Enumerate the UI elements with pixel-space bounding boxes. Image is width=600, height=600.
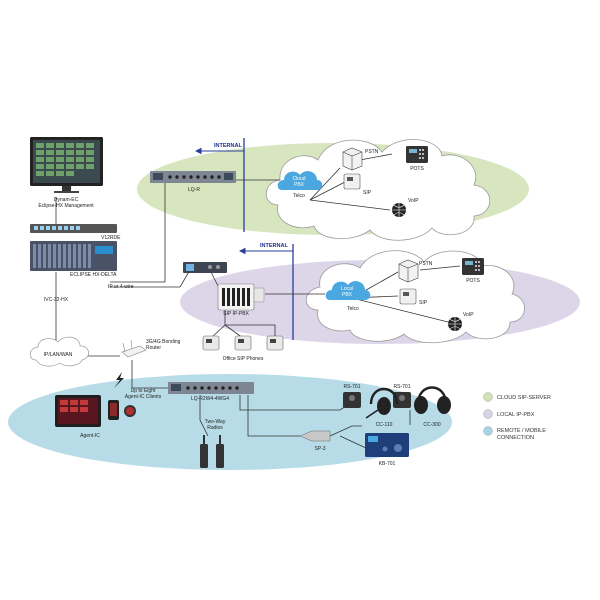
two-way-label-1: Two-Way (205, 419, 226, 425)
legend-label-local: LOCAL IP-PBX (497, 412, 535, 418)
telco-mid-label: Telco (347, 306, 359, 312)
agent-ic-phone (108, 400, 119, 420)
office-phone-screens (206, 339, 276, 343)
legend-label-remote-2: CONNECTION (497, 435, 534, 441)
legend-swatch-cloud (483, 392, 493, 402)
lq-r-device (150, 171, 236, 183)
sip-phone-top (343, 173, 361, 190)
rs701-a-label: RS-701 (344, 384, 361, 390)
lq-r2w4-label: LQ-R2W4-4WG4 (191, 396, 229, 402)
up-to-eight-label-2: Agent-IC Clients (125, 394, 162, 400)
local-pbx-mid (325, 281, 371, 300)
pots-phone-top (406, 146, 428, 163)
internal-arrow-mid: INTERNAL (238, 243, 294, 340)
agent-ic-tablet (55, 395, 101, 427)
lq-r2w4-device (168, 382, 254, 394)
pots-mid-label: POTS (466, 278, 480, 284)
sip-top-label: SIP (363, 190, 372, 196)
wireless-bolt-icon (114, 372, 124, 388)
telco-cloud-top (265, 139, 491, 241)
agent-ic-label: Agent-IC (80, 433, 100, 439)
eclipse-delta-frame (30, 241, 117, 271)
sp3-splitter (299, 430, 331, 442)
pots-phone-mid (462, 258, 484, 275)
pstn-server-top (342, 147, 363, 171)
cc110-label: CC-110 (376, 422, 393, 428)
voip-globe-mid (448, 317, 462, 331)
cloud-pbx-top-label-1: Cloud (292, 176, 305, 182)
pstn-server-mid (398, 259, 419, 283)
management-label-1: Dynam-EC (54, 197, 79, 203)
iplan-cloud (29, 336, 89, 367)
router-label-2: Router (146, 345, 161, 351)
rs701-b-label: RS-701 (394, 384, 411, 390)
kb701-label: KB-701 (379, 461, 396, 467)
v12rd-panel (30, 224, 117, 233)
two-way-radios (200, 435, 224, 468)
ip-or-4wire-label: IP or 4-wire (108, 284, 134, 290)
ivc-label: IVC-32-HX (44, 297, 69, 303)
v12rd-label: V12RDE (101, 235, 121, 241)
pots-top-label: POTS (410, 166, 424, 172)
cc300-label: CC-300 (423, 422, 440, 428)
remote-mobile-zone (8, 374, 452, 470)
voip-top-label: VoIP (408, 198, 419, 204)
internal-arrow-top: INTERNAL (194, 138, 245, 232)
lq-r-label: LQ-R (188, 187, 200, 193)
legend: CLOUD SIP-SERVER LOCAL IP-PBX REMOTE / M… (483, 392, 551, 441)
management-label-2: Eclipse-HX Management (38, 203, 94, 209)
legend-swatch-remote (483, 426, 493, 436)
iplan-label: IP/LAN/WAN (44, 352, 73, 358)
sp3-label: SP-3 (314, 446, 325, 452)
bonding-router (121, 339, 147, 358)
office-phones-label: Office SIP Phones (223, 356, 264, 362)
cloud-pbx-top (277, 171, 323, 190)
internal-label-mid: INTERNAL (260, 243, 288, 249)
sip-phone-mid (399, 288, 417, 305)
sip-ippbx-label: SIP IP-PBX (223, 311, 249, 317)
pstn-top-label: PSTN (365, 149, 379, 155)
telco-top-label: Telco (293, 193, 305, 199)
lq-small-device (183, 262, 227, 273)
cc110-headset-icon (369, 387, 399, 405)
management-monitor (30, 137, 103, 193)
sip-ippbx-device (217, 283, 265, 311)
legend-swatch-local (483, 409, 493, 419)
up-to-eight-label-1: Up to Eight (131, 388, 156, 394)
legend-label-remote-1: REMOTE / MOBILE (497, 428, 546, 434)
cc300-ear (414, 396, 451, 414)
voip-globe-top (392, 203, 406, 217)
internal-label-top: INTERNAL (214, 143, 242, 149)
pstn-mid-label: PSTN (419, 261, 433, 267)
local-pbx-mid-label-1: Local (341, 286, 353, 292)
two-way-label-2: Radios (207, 425, 223, 431)
legend-label-cloud: CLOUD SIP-SERVER (497, 395, 551, 401)
sip-mid-label: SIP (419, 300, 428, 306)
voip-mid-label: VoIP (463, 312, 474, 318)
router-label-1: 3G/4G Bonding (146, 339, 181, 345)
eclipse-delta-label: ECLIPSE HX-DELTA (70, 272, 117, 278)
kb701-device (365, 433, 409, 457)
cloud-pbx-top-label-2: PBX (294, 182, 305, 188)
cc110-ear (365, 397, 391, 419)
rs701-a-device (343, 392, 361, 408)
local-pbx-mid-label-2: PBX (342, 292, 353, 298)
